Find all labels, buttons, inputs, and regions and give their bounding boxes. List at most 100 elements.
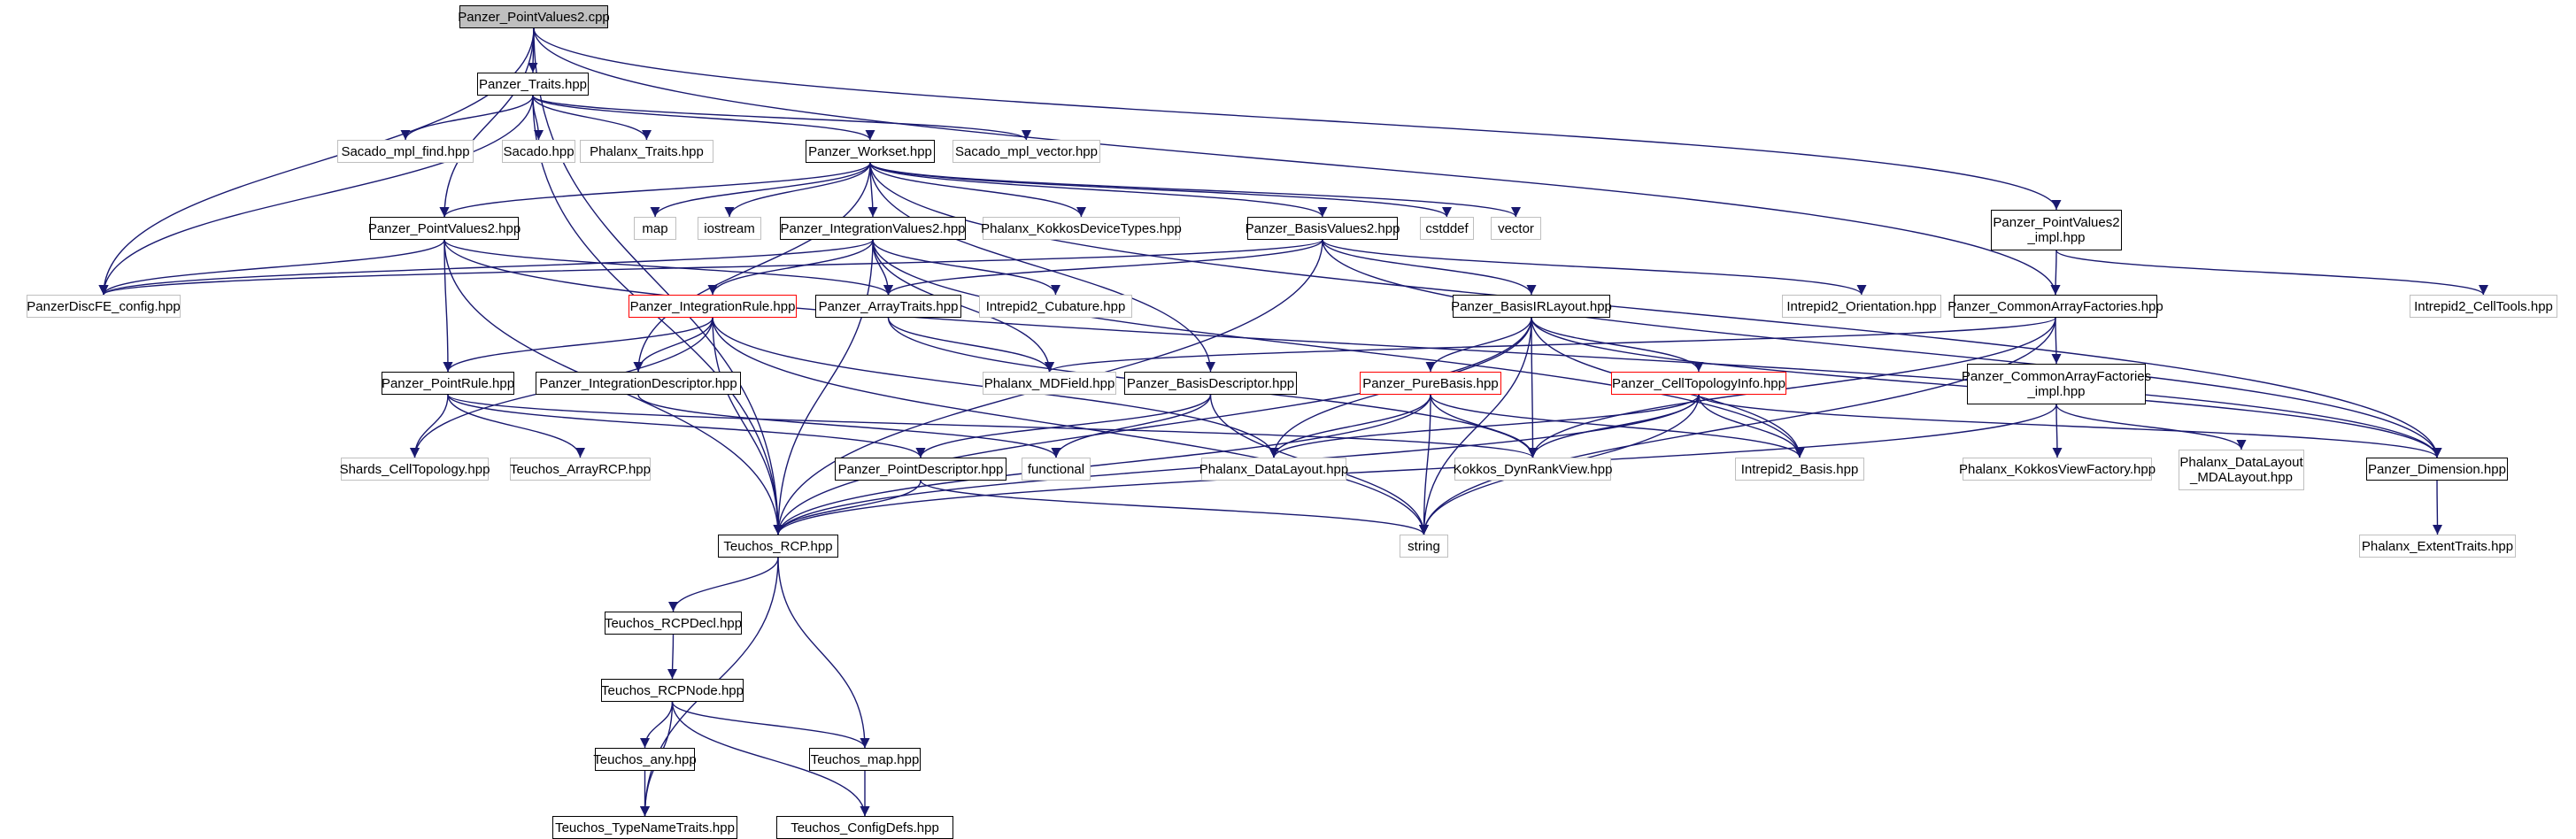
edge-iv2-to-discfe [98,239,874,296]
node-panzer-integrationrule[interactable]: Panzer_IntegrationRule.hpp [629,295,797,318]
node-vector: vector [1491,217,1541,240]
edge-purebasis-to-rcp [773,394,1431,535]
node-intrepid2-orientation: Intrepid2_Orientation.hpp [1782,295,1941,318]
edge-caf-to-string [1418,317,2056,535]
node-teuchos-rcpdecl[interactable]: Teuchos_RCPDecl.hpp [605,612,742,635]
edge-pv2-to-pointrule [443,239,453,373]
node-panzer-integrationvalues2[interactable]: Panzer_IntegrationValues2.hpp [780,217,966,240]
node-sacado: Sacado.hpp [502,140,575,163]
edge-cafimpl-to-mdalayout [2055,404,2247,450]
edge-intrule-to-intdesc [633,317,713,373]
edge-iv2-to-rcp [773,239,874,535]
edge-workset-to-cstddef [869,162,1452,218]
node-phalanx-datalayout-mdalayout: Phalanx_DataLayout _MDALayout.hpp [2179,450,2304,490]
node-teuchos-typenametraits[interactable]: Teuchos_TypeNameTraits.hpp [552,816,737,839]
node-panzer-pointvalues2[interactable]: Panzer_PointValues2.hpp [368,217,521,240]
node-phalanx-kokkosdevicetypes: Phalanx_KokkosDeviceTypes.hpp [981,217,1182,240]
edge-basisdesc-to-pointdesc [915,394,1212,458]
node-panzer-purebasis[interactable]: Panzer_PureBasis.hpp [1360,372,1501,395]
node-iostream: iostream [698,217,761,240]
edge-workset-to-map [650,162,871,218]
edge-celltopo-to-datalayout [1269,394,1700,458]
edge-root-to-caf [533,27,2061,296]
edge-workset-to-intdesc [633,162,871,373]
edge-traits-to-phtraits [532,95,652,141]
node-panzer-dimension[interactable]: Panzer_Dimension.hpp [2366,458,2508,481]
edge-workset-to-dimension [869,162,2442,458]
node-panzer-basisirlayout[interactable]: Panzer_BasisIRLayout.hpp [1451,295,1612,318]
node-panzer-arraytraits[interactable]: Panzer_ArrayTraits.hpp [815,295,961,318]
edge-iv2-to-cubature [872,239,1061,296]
edge-bv2-to-dimension [1322,239,2442,458]
node-panzer-commonarrayfactories[interactable]: Panzer_CommonArrayFactories.hpp [1947,295,2163,318]
edge-workset-to-vector [869,162,1521,218]
edge-bv2-to-discfe [98,239,1323,296]
node-teuchos-rcpnode[interactable]: Teuchos_RCPNode.hpp [601,679,744,702]
node-panzer-pointrule[interactable]: Panzer_PointRule.hpp [382,372,514,395]
node-teuchos-configdefs[interactable]: Teuchos_ConfigDefs.hpp [776,816,953,839]
node-intrepid2-celltools: Intrepid2_CellTools.hpp [2410,295,2557,318]
node-panzer-basisvalues2[interactable]: Panzer_BasisValues2.hpp [1246,217,1400,240]
edge-pointdesc-to-string [920,480,1429,535]
node-phalanx-datalayout: Phalanx_DataLayout.hpp [1199,458,1348,481]
node-panzer-basisdescriptor[interactable]: Panzer_BasisDescriptor.hpp [1124,372,1297,395]
edge-workset-to-pv2 [439,162,871,218]
node-panzer-commonarrayfactories-impl[interactable]: Panzer_CommonArrayFactories _impl.hpp [1962,364,2151,404]
edge-root-to-pvimpl [533,27,2062,211]
node-teuchos-arrayrcp: Teuchos_ArrayRCP.hpp [510,458,651,481]
node-panzer-pointdescriptor[interactable]: Panzer_PointDescriptor.hpp [835,458,1006,481]
edge-cafimpl-to-kvf [2052,404,2063,458]
node-teuchos-any[interactable]: Teuchos_any.hpp [593,748,697,771]
edge-root-to-pv2 [439,27,535,218]
edge-rcp-to-tmap [777,557,870,749]
edge-purebasis-to-datalayout [1269,394,1431,458]
edge-traits-to-mplvector [532,95,1031,141]
node-phalanx-kokkosviewfactory: Phalanx_KokkosViewFactory.hpp [1959,458,2156,481]
node-panzer-integrationdescriptor[interactable]: Panzer_IntegrationDescriptor.hpp [536,372,741,395]
edge-dimension-to-extent [2432,480,2443,535]
edge-birl-to-rcp [773,317,1532,535]
edge-bv2-to-arraytraits [883,239,1323,296]
edge-birl-to-string [1418,317,1532,535]
node-shards-celltopology: Shards_CellTopology.hpp [340,458,490,481]
node-panzer-celltopologyinfo[interactable]: Panzer_CellTopologyInfo.hpp [1611,372,1786,395]
node-sacado-mpl-vector: Sacado_mpl_vector.hpp [953,140,1100,163]
edge-purebasis-to-string [1418,394,1431,535]
node-sacado-mpl-find: Sacado_mpl_find.hpp [337,140,474,163]
edge-root-to-rcp [533,27,783,535]
node-panzerdiscfe-config: PanzerDiscFE_config.hpp [27,295,181,318]
node-string: string [1400,535,1448,558]
edge-pointrule-to-shards [409,394,449,458]
edge-caf-to-dynrank [1527,317,2056,458]
edge-workset-to-iostream [724,162,871,218]
node-panzer-traits[interactable]: Panzer_Traits.hpp [477,73,589,96]
edge-bv2-to-orient [1322,239,1867,296]
node-panzer-pointvalues2-impl[interactable]: Panzer_PointValues2 _impl.hpp [1991,210,2122,250]
edge-iv2-to-intrule [707,239,874,296]
node-teuchos-rcp[interactable]: Teuchos_RCP.hpp [718,535,838,558]
node-phalanx-extenttraits: Phalanx_ExtentTraits.hpp [2359,535,2516,558]
edge-rcpnode-to-tmap [671,701,870,749]
node-phalanx-mdfield: Phalanx_MDField.hpp [983,372,1116,395]
edge-basisdesc-to-functional [1051,394,1212,458]
edge-birl-to-celltopo [1531,317,1704,373]
edge-birl-to-purebasis [1425,317,1532,373]
node-teuchos-map[interactable]: Teuchos_map.hpp [809,748,921,771]
edge-workset-to-bv2 [869,162,1328,218]
node-cstddef: cstddef [1420,217,1474,240]
edge-rcpnode-to-configdefs [671,701,870,817]
edge-traits-to-mplfind [400,95,534,141]
edge-cafimpl-to-rcp [773,404,2057,535]
edge-pvimpl-to-celltools [2055,250,2488,296]
edge-rcpdecl-to-rcpnode [667,634,678,680]
edge-birl-to-dynrank [1527,317,1539,458]
edge-traits-to-workset [532,95,875,141]
node-panzer-workset[interactable]: Panzer_Workset.hpp [806,140,935,163]
node-kokkos-dynrankview: Kokkos_DynRankView.hpp [1454,458,1612,481]
node-panzer-pointvalues2[interactable]: Panzer_PointValues2.cpp [458,5,610,28]
edge-celltopo-to-dimension [1698,394,2442,458]
node-phalanx-traits: Phalanx_Traits.hpp [580,140,713,163]
edge-pointdesc-to-rcp [773,480,922,535]
edge-workset-to-kdt [869,162,1087,218]
